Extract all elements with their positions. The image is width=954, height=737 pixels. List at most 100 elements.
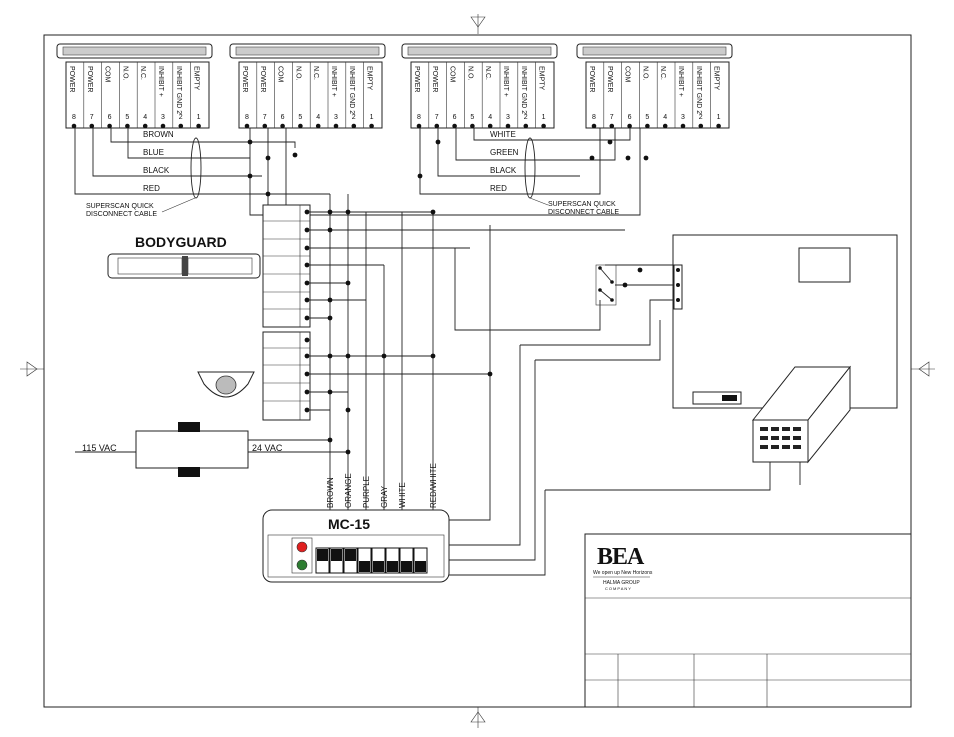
terminal-number: 4 <box>663 114 667 121</box>
terminal-dot <box>452 123 457 129</box>
terminal-label: POWER <box>606 66 613 92</box>
terminal-number: 1 <box>542 114 546 121</box>
terminal-label: POWER <box>241 66 248 92</box>
terminal-label: POWER <box>68 66 75 92</box>
terminal-dot <box>125 123 130 129</box>
terminal-dot <box>698 123 704 129</box>
terminal-label: COM <box>104 66 111 83</box>
terminal-label: N.C. <box>312 66 319 80</box>
terminal-number: 5 <box>298 114 302 121</box>
terminal-dot <box>591 123 597 129</box>
cable-label: DISCONNECT CABLE <box>548 209 619 216</box>
terminal-label: POWER <box>86 66 93 92</box>
mc15-wire-label: RED/WHITE <box>429 463 438 508</box>
wire-label: RED <box>490 184 507 193</box>
junction-dots <box>247 139 649 455</box>
terminal-number: 2 <box>352 114 356 121</box>
terminal-number: 6 <box>281 114 285 121</box>
terminal-dot <box>333 123 339 129</box>
terminal-strip-lower <box>262 331 311 421</box>
mc15-wire-label: WHITE <box>398 482 407 508</box>
terminal-number: 6 <box>453 114 457 121</box>
terminal-label: COM <box>449 66 456 83</box>
terminal-label: POWER <box>259 66 266 92</box>
terminal-label: INHIBIT + <box>502 66 509 97</box>
terminal-label: INHIBIT GND 2 <box>175 66 182 114</box>
terminal-number: 7 <box>435 114 439 121</box>
led-red <box>296 541 308 553</box>
terminal-number: 2 <box>524 114 528 121</box>
terminal-number: 1 <box>197 114 201 121</box>
terminal-dot <box>416 123 422 129</box>
terminal-dot <box>351 123 357 129</box>
wire-label: BROWN <box>143 130 174 139</box>
terminal-dot <box>434 123 440 129</box>
relay-switch <box>595 264 617 306</box>
terminal-number: 7 <box>610 114 614 121</box>
logo-tagline: We open up New Horizons <box>593 570 653 576</box>
terminal-dot <box>262 123 268 129</box>
transformer <box>135 422 249 477</box>
terminal-dot <box>487 123 493 129</box>
terminal-label: N.O. <box>466 66 473 80</box>
terminal-number: 3 <box>681 114 685 121</box>
terminal-number: 4 <box>143 114 147 121</box>
terminal-dot <box>71 123 77 129</box>
terminal-number: 2 <box>699 114 703 121</box>
registration-marks <box>20 14 935 728</box>
terminal-number: 1 <box>717 114 721 121</box>
terminal-number: 3 <box>334 114 338 121</box>
terminal-number: 8 <box>245 114 249 121</box>
wire-label: BLACK <box>143 166 170 175</box>
terminal-number: 4 <box>488 114 492 121</box>
terminal-number: 1 <box>370 114 374 121</box>
dome-sensor-icon <box>197 371 255 398</box>
terminal-number: 8 <box>592 114 596 121</box>
terminal-dot <box>315 123 321 129</box>
logo-company: COMPANY <box>605 586 632 591</box>
mc15-wire-label: GRAY <box>380 485 389 508</box>
cable-bundle-left <box>190 137 202 199</box>
title-block <box>584 533 912 708</box>
terminal-number: 8 <box>417 114 421 121</box>
terminal-label: N.C. <box>659 66 666 80</box>
terminal-dot <box>89 123 95 129</box>
terminal-dot <box>505 123 511 129</box>
cable-label: SUPERSCAN QUICK <box>548 201 616 208</box>
terminal-strip-upper <box>262 204 311 328</box>
terminal-number: 3 <box>506 114 510 121</box>
terminal-number: 3 <box>161 114 165 121</box>
terminal-label: N.O. <box>641 66 648 80</box>
terminal-label: INHIBIT GND 2 <box>695 66 702 114</box>
terminal-label: COM <box>624 66 631 83</box>
terminal-dot <box>470 123 475 129</box>
terminal-label: EMPTY <box>713 66 720 90</box>
power-supply-box <box>751 365 852 464</box>
terminal-number: 6 <box>628 114 632 121</box>
terminal-label: INHIBIT + <box>677 66 684 97</box>
terminal-number: 4 <box>316 114 320 121</box>
terminal-label: N.C. <box>484 66 491 80</box>
terminal-dot <box>627 123 632 129</box>
terminal-number: 2 <box>179 114 183 121</box>
mc15-module <box>262 509 450 583</box>
terminal-label: EMPTY <box>366 66 373 90</box>
terminal-label: N.C. <box>139 66 146 80</box>
terminal-label: POWER <box>588 66 595 92</box>
terminal-dot <box>523 123 529 129</box>
cable-label: SUPERSCAN QUICK <box>86 203 154 210</box>
terminal-label: EMPTY <box>538 66 545 90</box>
terminal-dot <box>142 123 148 129</box>
terminal-dot <box>369 123 374 129</box>
terminal-label: INHIBIT GND 2 <box>348 66 355 114</box>
terminal-number: 5 <box>470 114 474 121</box>
terminal-dot <box>662 123 668 129</box>
sensor-blocks: POWER 8 POWER 7 COM 6 N.O. 5 N.C. 4 INHIBIT + 3 INHI… <box>56 43 733 129</box>
wire-label: WHITE <box>490 130 516 139</box>
terminal-label: POWER <box>413 66 420 92</box>
terminal-dot <box>298 123 303 129</box>
